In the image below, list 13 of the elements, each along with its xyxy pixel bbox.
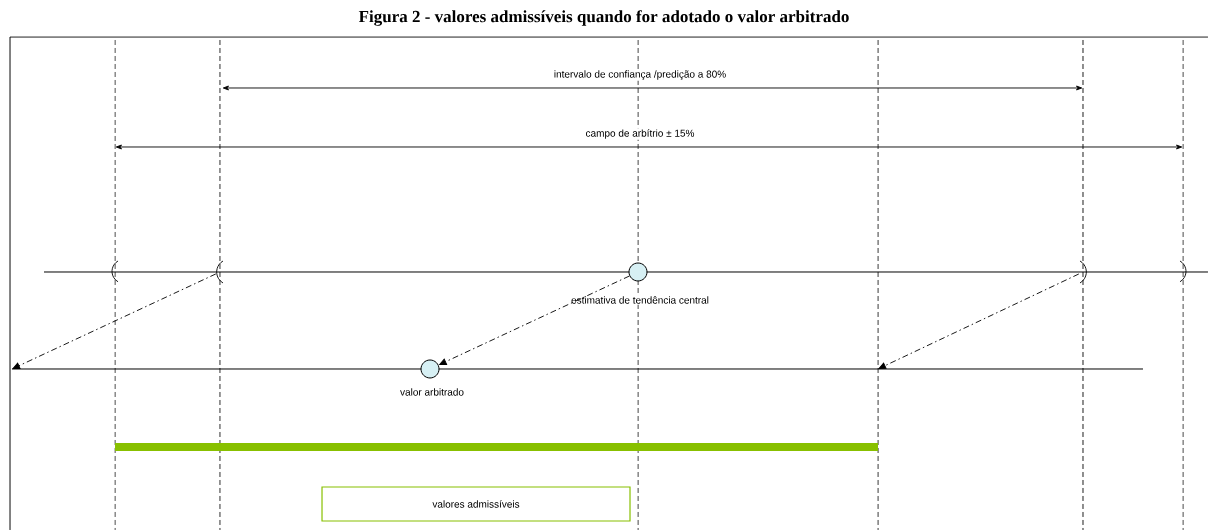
range-box: valores admissíveis <box>321 486 631 522</box>
dimension-label: intervalo de confiança /predição a 80% <box>552 69 728 81</box>
arrow <box>439 275 630 365</box>
point-marker <box>628 262 648 282</box>
arrow <box>12 273 217 369</box>
bracket-mark <box>216 260 224 284</box>
figure-title: Figura 2 - valores admissíveis quando for adotado o valor arbitrado <box>358 10 849 26</box>
bracket-mark <box>1079 260 1087 284</box>
point-marker <box>420 359 440 379</box>
dimension-label: campo de arbítrio ± 15% <box>584 128 696 140</box>
point-label: valor arbitrado <box>399 387 465 397</box>
point-label: estimativa de tendência central <box>570 295 710 305</box>
arrow <box>878 273 1080 369</box>
